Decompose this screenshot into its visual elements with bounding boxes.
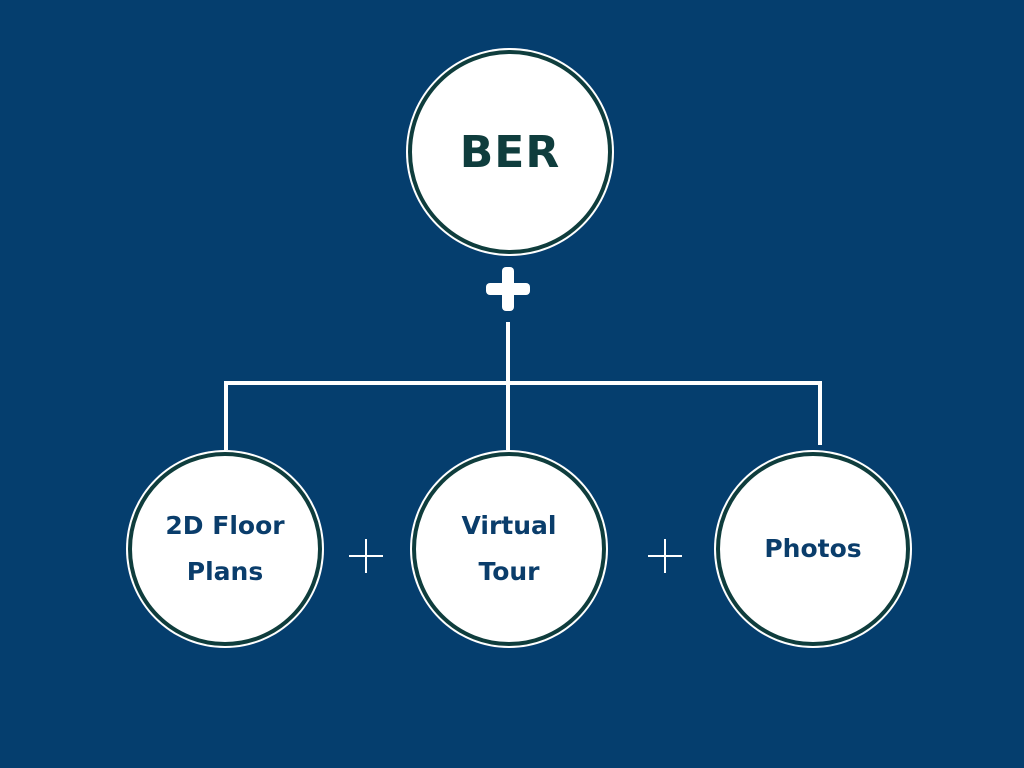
child-node-label: Photos [764, 534, 862, 563]
plus-icon [648, 539, 682, 573]
plus-icon [349, 539, 383, 573]
child-node-floor-plans: 2D Floor Plans [128, 452, 322, 646]
child-node-virtual-tour: Virtual Tour [412, 452, 606, 646]
child-node-photos: Photos [716, 452, 910, 646]
child-node-label: 2D Floor Plans [165, 511, 285, 586]
child-node-label: Virtual Tour [461, 511, 557, 586]
root-node-ber: BER [408, 50, 612, 254]
plus-icon [486, 267, 530, 311]
root-node-label: BER [459, 126, 561, 178]
